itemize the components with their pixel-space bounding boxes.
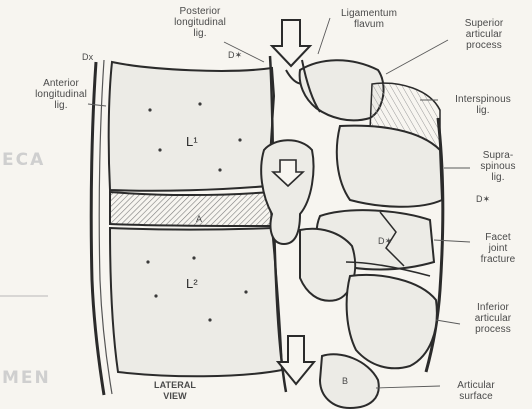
label-vertebra-lower: L² xyxy=(186,278,198,289)
label-anterior-longitudinal-lig: Anterior longitudinal lig. xyxy=(26,78,96,111)
label-letter-b: B xyxy=(342,376,348,387)
label-posterior-longitudinal-lig: Posterior longitudinal lig. xyxy=(160,6,240,39)
label-articular-surface: Articular surface xyxy=(436,380,516,402)
label-d-mid: D✶ xyxy=(378,236,392,247)
vertebral-body-upper xyxy=(109,62,274,191)
label-dx-right: D✶ xyxy=(476,194,490,205)
vertebral-body-lower xyxy=(110,228,282,376)
inferior-articular-process xyxy=(347,275,437,368)
margin-mark-left: ECA xyxy=(2,150,45,170)
label-letter-a: A xyxy=(196,214,202,225)
margin-mark-bottom: MEN xyxy=(2,368,51,388)
intervertebral-disc xyxy=(110,192,272,226)
label-lateral-view: LATERAL VIEW xyxy=(140,380,210,402)
label-facet-joint-fracture: Facet joint fracture xyxy=(468,232,528,265)
anterior-longitudinal-ligament xyxy=(91,62,104,395)
label-dx-top: Dx xyxy=(82,52,93,63)
label-ligamentum-flavum: Ligamentum flavum xyxy=(324,8,414,30)
label-dx-mid-top: D✶ xyxy=(228,50,242,61)
label-inferior-articular-process: Inferior articular process xyxy=(458,302,528,335)
label-supraspinous-lig: Supra- spinous lig. xyxy=(468,150,528,183)
label-superior-articular-process: Superior articular process xyxy=(444,18,524,51)
label-vertebra-upper: L¹ xyxy=(186,136,198,147)
label-interspinous-lig: Interspinous lig. xyxy=(440,94,526,116)
